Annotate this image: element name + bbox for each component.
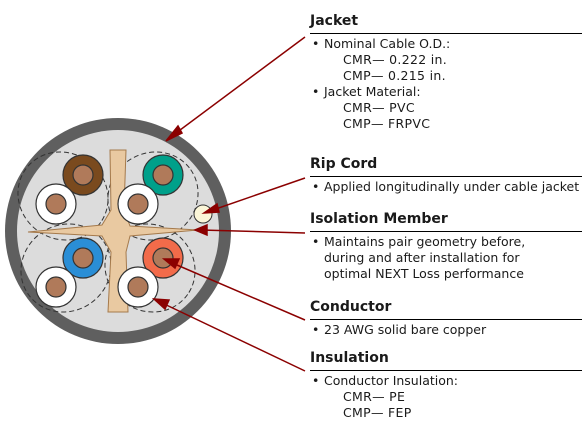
bullet-item: •23 AWG solid bare copper <box>312 322 487 337</box>
rip-cord-rule <box>310 176 582 177</box>
bullet-text: Conductor Insulation: <box>324 373 459 388</box>
isolation-member-callout: Isolation Member •Maintains pair geometr… <box>310 211 585 281</box>
bullet-text: Maintains pair geometry before, <box>324 234 526 249</box>
jacket-rule <box>310 33 582 34</box>
copper-core <box>127 276 149 298</box>
arrowhead-conductor <box>161 258 181 270</box>
spec-line: CMP— FRPVC <box>343 116 431 131</box>
copper-core <box>72 247 94 269</box>
isolation-member-rule <box>310 231 582 232</box>
continuation-line: optimal NEXT Loss performance <box>324 266 524 281</box>
copper-core <box>127 193 149 215</box>
copper-core <box>45 193 67 215</box>
continuation-line: during and after installation for <box>324 250 520 265</box>
rip-cord-heading: Rip Cord <box>310 156 378 172</box>
bullet-text: Jacket Material: <box>324 84 421 99</box>
bullet-item: •Conductor Insulation: <box>312 373 459 388</box>
spec-line: CMR— PVC <box>343 100 415 115</box>
arrowhead-jacket <box>165 124 184 142</box>
rip-cord-callout: Rip Cord •Applied longitudinally under c… <box>310 156 585 194</box>
copper-core <box>72 164 94 186</box>
spec-line: CMR— 0.222 in. <box>343 52 447 67</box>
leader-line-jacket <box>171 36 306 137</box>
bullet-text: 23 AWG solid bare copper <box>324 322 487 337</box>
conductor-heading: Conductor <box>310 299 392 315</box>
isolation-member-heading: Isolation Member <box>310 211 448 227</box>
bullet-text: Nominal Cable O.D.: <box>324 36 451 51</box>
conductor-callout: Conductor •23 AWG solid bare copper <box>310 299 585 337</box>
leader-line-conductor <box>169 261 306 321</box>
copper-core <box>45 276 67 298</box>
bullet-item: •Nominal Cable O.D.: <box>312 36 451 51</box>
arrowhead-rip-cord <box>201 202 220 214</box>
bullet-text: Applied longitudinally under cable jacke… <box>324 179 580 194</box>
arrowhead-insulation <box>151 298 171 311</box>
insulation-heading: Insulation <box>310 350 389 366</box>
rip-cord <box>193 204 213 224</box>
bullet-item: •Jacket Material: <box>312 84 421 99</box>
spec-line: CMP— 0.215 in. <box>343 68 446 83</box>
jacket-callout: Jacket •Nominal Cable O.D.: CMR— 0.222 i… <box>310 13 585 131</box>
conductor-rule <box>310 319 582 320</box>
copper-core <box>152 247 174 269</box>
jacket-heading: Jacket <box>310 13 359 29</box>
bullet-item: •Applied longitudinally under cable jack… <box>312 179 580 194</box>
leader-line-insulation <box>159 301 306 372</box>
insulation-callout: Insulation •Conductor Insulation: CMR— P… <box>310 350 585 420</box>
arrowhead-isolation <box>193 223 208 237</box>
bullet-item: •Maintains pair geometry before, <box>312 234 526 249</box>
spec-line: CMP— FEP <box>343 405 412 420</box>
spec-line: CMR— PE <box>343 389 406 404</box>
leader-line-rip-cord <box>209 177 306 212</box>
insulation-rule <box>310 370 582 371</box>
leader-line-isolation <box>200 229 306 234</box>
copper-core <box>152 164 174 186</box>
